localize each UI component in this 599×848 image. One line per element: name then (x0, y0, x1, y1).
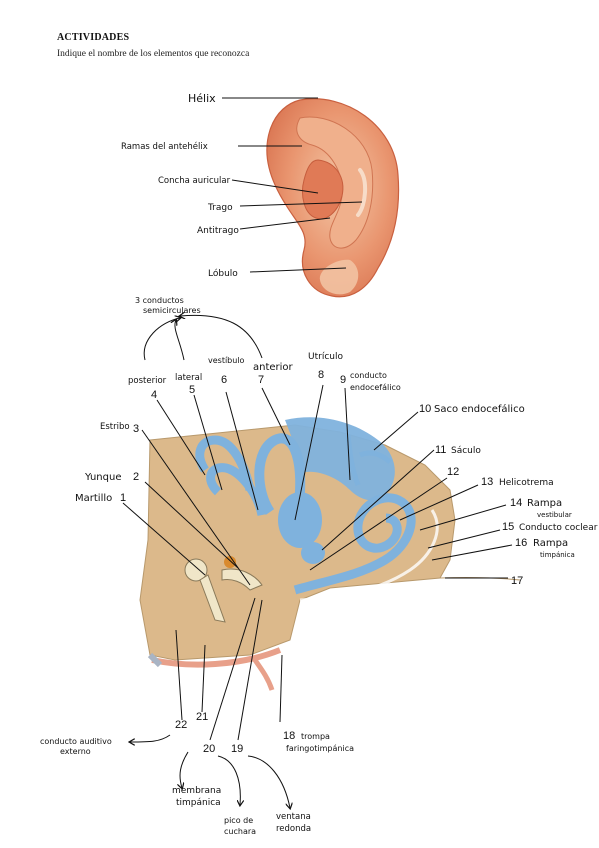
label-external-canal-1: conducto auditivo (40, 737, 112, 746)
number-20: 20 (203, 743, 215, 755)
label-semicircular-group-1: 3 conductos (135, 296, 184, 305)
label-saccule: Sáculo (451, 446, 481, 456)
number-9: 9 (340, 374, 346, 386)
label-antihelix-branches: Ramas del antehélix (121, 141, 208, 152)
number-7: 7 (258, 374, 264, 386)
number-3: 3 (133, 423, 139, 435)
number-17: 17 (511, 575, 523, 587)
label-round-window-1: ventana (276, 812, 311, 822)
label-tragus: Trago (207, 203, 233, 213)
label-incus: Yunque (84, 472, 121, 483)
label-scala-tympani-1: Rampa (533, 538, 568, 549)
label-malleus: Martillo (75, 493, 112, 504)
label-tympanic-membrane-2: timpánica (176, 798, 221, 808)
label-scala-vestibuli-2: vestibular (537, 511, 572, 519)
number-14: 14 (510, 497, 522, 509)
label-cochlear-duct: Conducto coclear (519, 523, 598, 533)
number-15: 15 (502, 521, 514, 533)
number-6: 6 (221, 374, 227, 386)
ear-pointer-lines (222, 97, 363, 273)
label-utricle: Utrículo (308, 352, 343, 362)
label-lateral-canal: lateral (175, 373, 202, 383)
canal-group-arrows (143, 315, 263, 361)
label-posterior-canal: posterior (128, 376, 167, 386)
label-endolymph-sac: Saco endocefálico (434, 403, 525, 415)
label-endolymph-duct-1: conducto (350, 371, 387, 380)
number-21: 21 (196, 711, 208, 723)
number-22: 22 (175, 719, 187, 731)
number-16: 16 (515, 537, 527, 549)
inner-ear-pointer-lines (122, 384, 513, 741)
label-helix: Hélix (188, 92, 216, 105)
number-19: 19 (231, 743, 243, 755)
label-semicircular-group-2: semicirculares (143, 306, 201, 315)
number-1: 1 (120, 492, 126, 504)
label-scala-vestibuli-1: Rampa (527, 498, 562, 509)
label-stapes: Estribo (100, 422, 130, 432)
label-lobule: Lóbulo (208, 268, 238, 279)
label-cochlear-beak-2: cuchara (224, 827, 256, 836)
label-eustachian-2: faringotimpánica (286, 744, 354, 753)
inner-ear-drawing (139, 417, 521, 691)
label-cochlear-beak-1: pico de (224, 816, 253, 825)
label-endolymph-duct-2: endocefálico (350, 383, 401, 392)
label-scala-tympani-2: timpánica (540, 551, 575, 559)
label-concha: Concha auricular (158, 176, 231, 186)
number-12: 12 (447, 466, 459, 478)
outer-ear-drawing (266, 98, 400, 298)
number-10: 10 (419, 403, 431, 415)
label-anterior-canal: anterior (253, 362, 294, 373)
number-4: 4 (151, 389, 157, 401)
number-13: 13 (481, 476, 493, 488)
number-18: 18 (283, 730, 295, 742)
label-antitragus: Antitrago (197, 226, 239, 236)
number-8: 8 (318, 369, 324, 381)
label-round-window-2: redonda (276, 824, 311, 834)
number-11: 11 (435, 444, 446, 456)
page-title: ACTIVIDADES (57, 32, 130, 43)
bottom-arrows (130, 734, 290, 808)
number-5: 5 (189, 384, 195, 396)
label-eustachian-1: trompa (301, 732, 330, 741)
label-helicotrema: Helicotrema (499, 478, 554, 488)
page-instructions: Indique el nombre de los elementos que r… (57, 49, 250, 59)
label-vestibule: vestíbulo (208, 356, 245, 365)
number-2: 2 (133, 471, 139, 483)
label-external-canal-2: externo (60, 747, 91, 756)
label-tympanic-membrane-1: membrana (172, 786, 221, 796)
